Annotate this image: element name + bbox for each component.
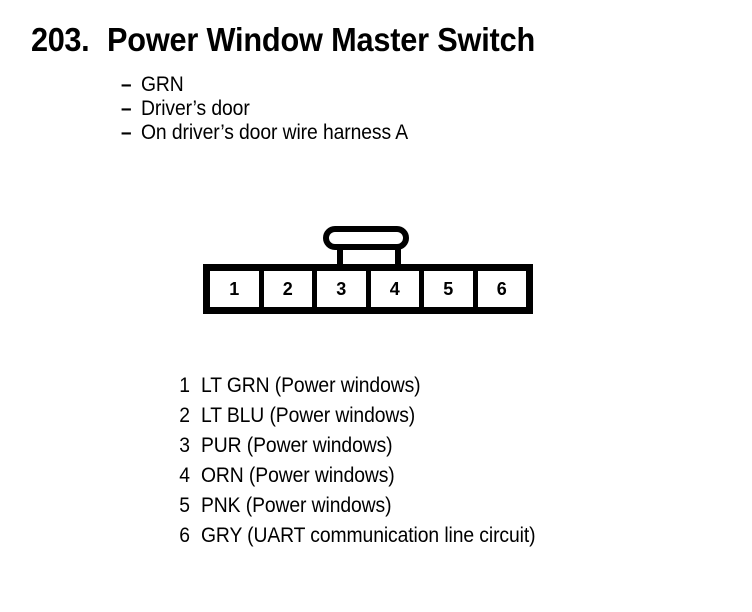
dash-icon: –	[121, 121, 132, 144]
connector-tab-neck-left	[337, 244, 343, 268]
connector-pin-cell: 1	[210, 271, 259, 307]
connector-pin-cell: 6	[477, 271, 526, 307]
connector-pin-cell: 5	[424, 271, 473, 307]
connector-pin-cell: 4	[370, 271, 419, 307]
pin-legend-row: 4 ORN (Power windows)	[172, 464, 565, 494]
pin-legend-list: 1 LT GRN (Power windows) 2 LT BLU (Power…	[172, 374, 565, 554]
pin-legend-row: 5 PNK (Power windows)	[172, 494, 565, 524]
pin-legend-description: PNK (Power windows)	[201, 494, 392, 517]
pin-legend-number: 1	[179, 374, 190, 397]
description-list-item: – Driver’s door	[121, 97, 431, 121]
pin-legend-number: 4	[179, 464, 190, 487]
description-list-item: – On driver’s door wire harness A	[121, 121, 431, 145]
connector-body: 1 2 3 4 5 6	[203, 264, 533, 314]
dash-icon: –	[121, 73, 132, 96]
pin-legend-row: 3 PUR (Power windows)	[172, 434, 565, 464]
pin-legend-description: GRY (UART communication line circuit)	[201, 524, 536, 547]
page-title-text: Power Window Master Switch	[106, 21, 535, 58]
page-title-number: 203.	[31, 21, 90, 58]
description-list-item-label: On driver’s door wire harness A	[141, 121, 409, 144]
pin-legend-row: 6 GRY (UART communication line circuit)	[172, 524, 565, 554]
pin-legend-description: LT GRN (Power windows)	[201, 374, 421, 397]
pin-legend-number: 3	[179, 434, 190, 457]
description-list-item-label: Driver’s door	[141, 97, 250, 120]
description-list-item: – GRN	[121, 73, 431, 97]
pin-legend-number: 2	[179, 404, 190, 427]
pin-legend-description: ORN (Power windows)	[201, 464, 395, 487]
pin-legend-description: LT BLU (Power windows)	[201, 404, 416, 427]
connector-tab-neck-right	[395, 244, 401, 268]
connector-diagram: 1 2 3 4 5 6	[203, 226, 533, 316]
dash-icon: –	[121, 97, 132, 120]
pin-legend-number: 5	[179, 494, 190, 517]
description-list-item-label: GRN	[141, 73, 184, 96]
pin-legend-row: 2 LT BLU (Power windows)	[172, 404, 565, 434]
pin-legend-number: 6	[179, 524, 190, 547]
connector-pin-cell: 2	[263, 271, 312, 307]
description-list: – GRN – Driver’s door – On driver’s door…	[121, 73, 431, 145]
pin-legend-description: PUR (Power windows)	[201, 434, 393, 457]
page-title: 203. Power Window Master Switch	[31, 21, 567, 59]
pin-legend-row: 1 LT GRN (Power windows)	[172, 374, 565, 404]
connector-pin-cell: 3	[317, 271, 366, 307]
